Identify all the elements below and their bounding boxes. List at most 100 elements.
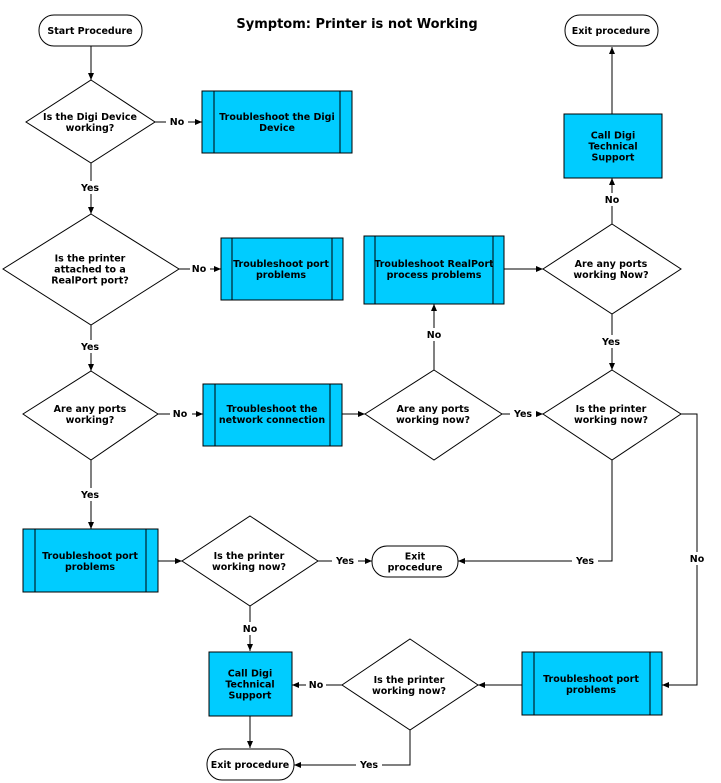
label-line: RealPort port? (51, 276, 129, 287)
exit-top-terminator: Exit procedure (564, 14, 659, 47)
label-line: working now? (396, 415, 470, 426)
label-line: working? (66, 123, 115, 134)
label-line: Troubleshoot RealPort (374, 259, 494, 270)
edge-label-no: No (690, 554, 705, 565)
label-line: Troubleshoot the (227, 404, 318, 415)
label-line: Troubleshoot port (233, 259, 329, 270)
label-line: Is the printer (576, 404, 647, 415)
label-line: Is the printer (374, 675, 445, 686)
label-line: Device (259, 123, 295, 134)
label-line: problems (256, 270, 306, 281)
edge-label-yes: Yes (335, 556, 354, 567)
label-line: Is the printer (214, 551, 285, 562)
label-line: attached to a (54, 265, 126, 276)
label-line: procedure (388, 563, 443, 574)
edge-label-yes: Yes (359, 760, 378, 771)
start-terminator: Start Procedure (38, 14, 143, 47)
edge-printer-mid-yes (458, 460, 613, 564)
label-line: Troubleshoot port (543, 674, 639, 685)
edge-label-yes: Yes (80, 342, 99, 353)
label-line: Exit procedure (211, 760, 290, 771)
label-line: working? (66, 415, 115, 426)
label-line: Are any ports (575, 259, 648, 270)
edge-labels: No Yes No Yes No Yes No Yes No Yes Yes N… (78, 115, 707, 771)
label-line: Technical (588, 142, 637, 153)
exit-bottom-terminator: Exit procedure (206, 748, 295, 781)
label-line: Is the printer (55, 254, 126, 265)
edge-label-no: No (170, 117, 185, 128)
exit-bottom-terminator-label: Exit procedure (211, 760, 290, 771)
edge-label-no: No (173, 409, 188, 420)
edge-label-no: No (192, 264, 207, 275)
label-line: Are any ports (54, 404, 127, 415)
label-line: Exit procedure (572, 26, 651, 37)
label-line: working now? (212, 562, 286, 573)
label-line: problems (566, 685, 616, 696)
label-line: Troubleshoot the Digi (219, 112, 334, 123)
start-terminator-label: Start Procedure (47, 26, 132, 37)
label-line: Exit (405, 552, 426, 563)
edge-label-yes: Yes (80, 490, 99, 501)
edge-label-yes: Yes (513, 409, 532, 420)
edge-label-yes: Yes (575, 556, 594, 567)
edge-label-yes: Yes (601, 337, 620, 348)
label-line: process problems (387, 270, 482, 281)
label-line: working now? (372, 686, 446, 697)
label-line: Call Digi (228, 669, 272, 680)
edge-label-no: No (309, 680, 324, 691)
label-line: working now? (574, 415, 648, 426)
diagram-title: Symptom: Printer is not Working (236, 17, 477, 32)
label-line: working Now? (573, 270, 648, 281)
label-line: network connection (219, 415, 325, 426)
label-line: problems (65, 562, 115, 573)
edge-label-no: No (243, 624, 258, 635)
label-line: Call Digi (591, 131, 635, 142)
edge-label-no: No (427, 330, 442, 341)
edge-printer-mid-no (662, 413, 698, 688)
edge-printer-bottom-yes (294, 730, 411, 768)
edge-label-yes: Yes (80, 183, 99, 194)
label-line: Support (229, 691, 272, 702)
label-line: Technical (225, 680, 274, 691)
label-line: Troubleshoot port (42, 551, 138, 562)
exit-top-terminator-label: Exit procedure (572, 26, 651, 37)
label-line: Are any ports (397, 404, 470, 415)
label-line: Support (592, 153, 635, 164)
